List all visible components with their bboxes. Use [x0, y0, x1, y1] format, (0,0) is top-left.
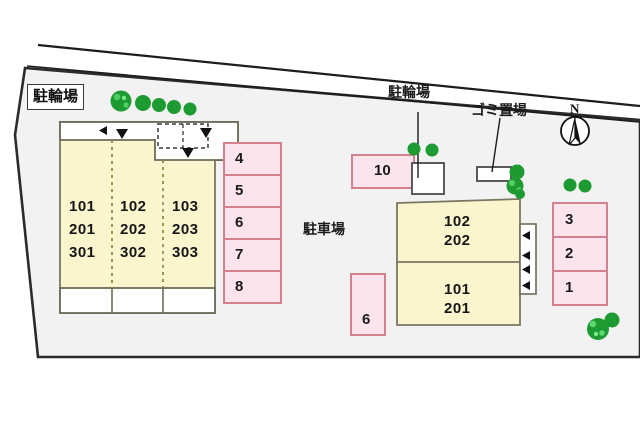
tree-group-top-left [110, 90, 197, 116]
left-building-entrance-strip [59, 287, 216, 314]
stall-2-shape[interactable] [552, 236, 608, 272]
road-line-lower [26, 65, 640, 123]
left-entrance-arrow-down-1 [116, 129, 128, 139]
right-entrance-arrow-4 [522, 281, 530, 290]
stall-1-shape[interactable] [552, 270, 608, 306]
stall-10-shape[interactable] [351, 154, 415, 189]
stall-5-shape[interactable] [223, 174, 282, 208]
garbage-area-structure [476, 166, 512, 182]
bicycle-shelter-structure [411, 162, 445, 195]
stall-6b-shape[interactable] [350, 273, 386, 336]
left-entrance-arrow-down-2 [200, 128, 212, 138]
tree-group-bottom-right [587, 312, 620, 340]
road-line-upper [37, 43, 640, 108]
garbage-area-leader [491, 117, 501, 173]
tree-group-center [407, 142, 439, 157]
compass-rose [560, 116, 590, 146]
right-entrance-arrow-2 [522, 251, 530, 260]
stall-8-shape[interactable] [223, 270, 282, 304]
stall-6-shape[interactable] [223, 206, 282, 240]
tree-group-right-upper [506, 164, 525, 199]
right-entrance-arrow-1 [522, 231, 530, 240]
right-building-entrance-strip [519, 223, 537, 295]
left-entrance-arrow-west [99, 126, 107, 135]
right-entrance-arrow-3 [522, 265, 530, 274]
stall-3-shape[interactable] [552, 202, 608, 238]
stall-4-shape[interactable] [223, 142, 282, 176]
tree-group-right-top [563, 178, 592, 193]
stall-7-shape[interactable] [223, 238, 282, 272]
left-entrance-arrow-down-3 [182, 148, 194, 158]
